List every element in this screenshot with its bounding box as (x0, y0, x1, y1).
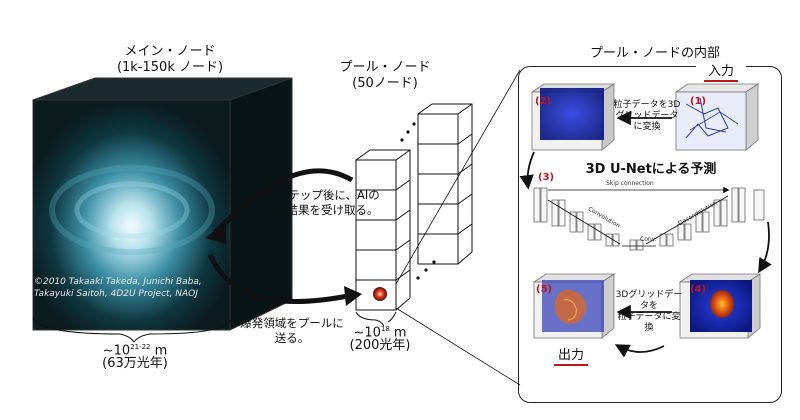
pool-inside-title: プール・ノードの内部 (589, 46, 720, 61)
unet-schematic (533, 187, 765, 251)
unet-skip-label: Skip connection (606, 180, 654, 187)
credit-line-2: Takayuki Saitoh, 4D2U Project, NAOJ (34, 289, 198, 299)
step-1-label: (1) (690, 96, 707, 107)
voxel-cube-2 (530, 83, 616, 151)
panel-arrow-2-3 (519, 151, 535, 190)
output-label: 出力 (557, 348, 584, 363)
pool-size-exp: 18 (380, 325, 390, 333)
pool-node-size: ~1018 m (330, 322, 430, 340)
return-arrow-label: 50ステップ後に、AIの 予測結果を受け取る。 (262, 188, 380, 217)
pool-node-inside-panel (518, 66, 782, 403)
pool-ellipsis-dots (400, 122, 436, 280)
step-4-label: (4) (690, 284, 707, 295)
send-arrow-label: 爆発領域をプールに 送る。 (240, 316, 344, 345)
panel-arrow-output (614, 344, 665, 358)
main-size-unit: m (150, 343, 168, 359)
output-underline (554, 364, 588, 366)
pool-size-unit: m (389, 325, 407, 341)
send-arrow (207, 253, 349, 305)
return-arrow (213, 168, 354, 234)
main-node-title: メイン・ノード (124, 44, 216, 59)
pool-size-value: ~10 (353, 325, 381, 341)
main-node-years: (63万光年) (102, 356, 168, 371)
unet-arrows (547, 186, 730, 247)
main-node-subtitle: (1k-150k ノード) (116, 60, 224, 75)
voxel-cube-4 (678, 273, 762, 339)
panel-arrow-3-4 (758, 221, 772, 274)
image-credit: ©2010 Takaaki Takeda, Junichi Baba, Taka… (34, 276, 234, 300)
explosion-region-icon (373, 287, 387, 301)
credit-line-1: ©2010 Takaaki Takeda, Junichi Baba, (34, 277, 202, 287)
convert-to-grid-note: 粒子データを3D グリッドデータに変換 (613, 100, 681, 132)
convert-to-particle-note: 3Dグリッドデータを 粒子データに変換 (615, 290, 683, 333)
step-3-label: (3) (538, 172, 555, 183)
pool-node-column-2 (417, 103, 473, 265)
voxel-cube-5 (532, 273, 616, 339)
input-label: 入力 (696, 64, 746, 79)
pool-node-subtitle: (50ノード) (352, 76, 418, 91)
zoom-line-top (395, 69, 521, 285)
pool-node-years: (200光年) (349, 338, 411, 353)
main-size-exp: 21-22 (130, 343, 151, 351)
main-node-cube (32, 77, 293, 331)
voxel-cube-1 (674, 83, 760, 151)
return-arrow-head (205, 222, 226, 244)
step-5-label: (5) (536, 284, 553, 295)
zoom-line-bottom (395, 307, 521, 386)
main-node-size: ~1021-22 m (70, 340, 200, 358)
unet-conv-mid-label: Conv. (640, 236, 657, 243)
send-arrow-head (344, 286, 362, 306)
step-2-label: (2) (535, 96, 552, 107)
input-underline (704, 80, 738, 82)
main-size-value: ~10 (102, 343, 131, 359)
pool-node-title: プール・ノード (339, 60, 431, 75)
unet-title: 3D U-Netによる予測 (585, 162, 717, 177)
pool-node-column-1 (355, 149, 411, 311)
